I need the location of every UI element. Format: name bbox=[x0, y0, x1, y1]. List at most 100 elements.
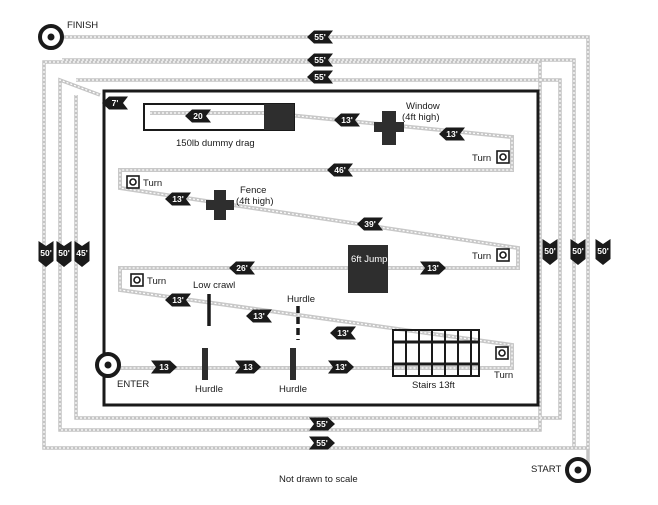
turn-label-4: Turn bbox=[147, 276, 166, 287]
distance-marker-top-1: 55' bbox=[307, 30, 333, 44]
distance-marker-corner: 7' bbox=[102, 96, 128, 110]
hurdle-label-upper: Hurdle bbox=[287, 294, 315, 305]
window-label: Window bbox=[406, 101, 440, 112]
distance-chevron bbox=[327, 163, 353, 177]
distance-value: 55' bbox=[314, 72, 325, 82]
distance-chevron bbox=[420, 261, 446, 275]
distance-marker-row2-long: 39' bbox=[357, 217, 383, 231]
jump-label: 6ft Jump bbox=[351, 254, 387, 265]
low-crawl-label: Low crawl bbox=[193, 280, 235, 291]
distance-chevron bbox=[151, 360, 177, 374]
distance-marker-right-2: 50' bbox=[570, 239, 586, 265]
distance-chevron bbox=[185, 109, 211, 123]
distance-value: 13' bbox=[337, 328, 348, 338]
distance-value: 45' bbox=[76, 248, 87, 258]
distance-marker-row2-fence: 13' bbox=[165, 192, 191, 206]
course-boundary bbox=[102, 89, 540, 407]
distance-value: 13' bbox=[253, 311, 264, 321]
distance-value: 50' bbox=[58, 248, 69, 258]
distance-value: 13' bbox=[335, 362, 346, 372]
distance-value: 13' bbox=[446, 129, 457, 139]
distance-value: 39' bbox=[364, 219, 375, 229]
distance-chevron bbox=[439, 127, 465, 141]
distance-marker-left-2: 50' bbox=[56, 241, 72, 267]
finish-target bbox=[38, 24, 64, 50]
distance-value: 20 bbox=[193, 111, 203, 121]
distance-marker-right-3: 50' bbox=[595, 239, 611, 265]
distance-chevron bbox=[56, 241, 72, 267]
hurdle-label-right: Hurdle bbox=[279, 384, 307, 395]
distance-chevron bbox=[330, 326, 356, 340]
distance-chevron bbox=[328, 360, 354, 374]
distance-value: 26' bbox=[236, 263, 247, 273]
distance-chevron bbox=[570, 239, 586, 265]
distance-value: 50' bbox=[40, 248, 51, 258]
turn-markers bbox=[126, 150, 510, 360]
distance-marker-row5-3: 13' bbox=[328, 360, 354, 374]
enter-label: ENTER bbox=[117, 379, 149, 390]
distance-marker-left-3: 45' bbox=[74, 241, 90, 267]
distance-marker-row1-window-right: 13' bbox=[334, 113, 360, 127]
hurdle-label-left: Hurdle bbox=[195, 384, 223, 395]
dummy-drag-area bbox=[143, 103, 295, 131]
distance-value: 13 bbox=[159, 362, 169, 372]
distance-value: 13' bbox=[172, 194, 183, 204]
distance-chevron bbox=[246, 309, 272, 323]
fence-label: Fence bbox=[240, 185, 266, 196]
distance-marker-left-1: 50' bbox=[38, 241, 54, 267]
distance-marker-row5-2: 13 bbox=[235, 360, 261, 374]
stairs-label: Stairs 13ft bbox=[412, 380, 455, 391]
distance-value: 46' bbox=[334, 165, 345, 175]
distance-marker-right-1: 50' bbox=[542, 239, 558, 265]
distance-marker-row4-hurdle: 13' bbox=[246, 309, 272, 323]
distance-value: 13' bbox=[427, 263, 438, 273]
distance-chevron bbox=[357, 217, 383, 231]
distance-value: 13' bbox=[172, 295, 183, 305]
distance-chevron bbox=[229, 261, 255, 275]
distance-chevron bbox=[309, 417, 335, 431]
distance-marker-top-3: 55' bbox=[307, 70, 333, 84]
distance-chevron bbox=[309, 436, 335, 450]
distance-chevron bbox=[595, 239, 611, 265]
distance-value: 13 bbox=[243, 362, 253, 372]
distance-chevron bbox=[165, 192, 191, 206]
distance-chevron bbox=[334, 113, 360, 127]
distance-value: 50' bbox=[572, 246, 583, 256]
distance-value: 7' bbox=[112, 98, 119, 108]
fence-height-label: (4ft high) bbox=[236, 196, 274, 207]
distance-marker-row4-crawl: 13' bbox=[165, 293, 191, 307]
distance-chevron bbox=[542, 239, 558, 265]
hurdle-5a bbox=[202, 348, 208, 380]
distance-value: 13' bbox=[341, 115, 352, 125]
distance-value: 55' bbox=[316, 438, 327, 448]
turn-label-3: Turn bbox=[472, 251, 491, 262]
distance-chevron bbox=[165, 293, 191, 307]
distance-value: 50' bbox=[544, 246, 555, 256]
turn-label-1: Turn bbox=[472, 153, 491, 164]
distance-chevron bbox=[307, 30, 333, 44]
start-target bbox=[565, 457, 591, 483]
distance-marker-bottom-1: 55' bbox=[309, 417, 335, 431]
distance-marker-top-2: 55' bbox=[307, 53, 333, 67]
turn-label-5: Turn bbox=[494, 370, 513, 381]
distance-chevron bbox=[307, 53, 333, 67]
fence-obstacle bbox=[206, 190, 234, 220]
footer-note: Not drawn to scale bbox=[279, 474, 358, 485]
distance-marker-row3-jump-left: 26' bbox=[229, 261, 255, 275]
distance-chevron bbox=[74, 241, 90, 267]
distance-value: 50' bbox=[597, 246, 608, 256]
distance-markers: 55' 55' 55' 55' 55' 7' 20 13' 13' 46' 13' 39' 26' 13'… bbox=[38, 30, 611, 450]
distance-value: 55' bbox=[316, 419, 327, 429]
start-label: START bbox=[531, 464, 561, 475]
distance-chevron bbox=[38, 241, 54, 267]
distance-marker-row5-1: 13 bbox=[151, 360, 177, 374]
distance-marker-bottom-2: 55' bbox=[309, 436, 335, 450]
distance-value: 55' bbox=[314, 32, 325, 42]
text-labels: FINISH START ENTER 150lb dummy drag Wind… bbox=[67, 20, 561, 485]
distance-chevron bbox=[307, 70, 333, 84]
distance-marker-row3-jump-right: 13' bbox=[420, 261, 446, 275]
window-obstacle bbox=[374, 111, 404, 145]
hurdle-5b bbox=[290, 348, 296, 380]
